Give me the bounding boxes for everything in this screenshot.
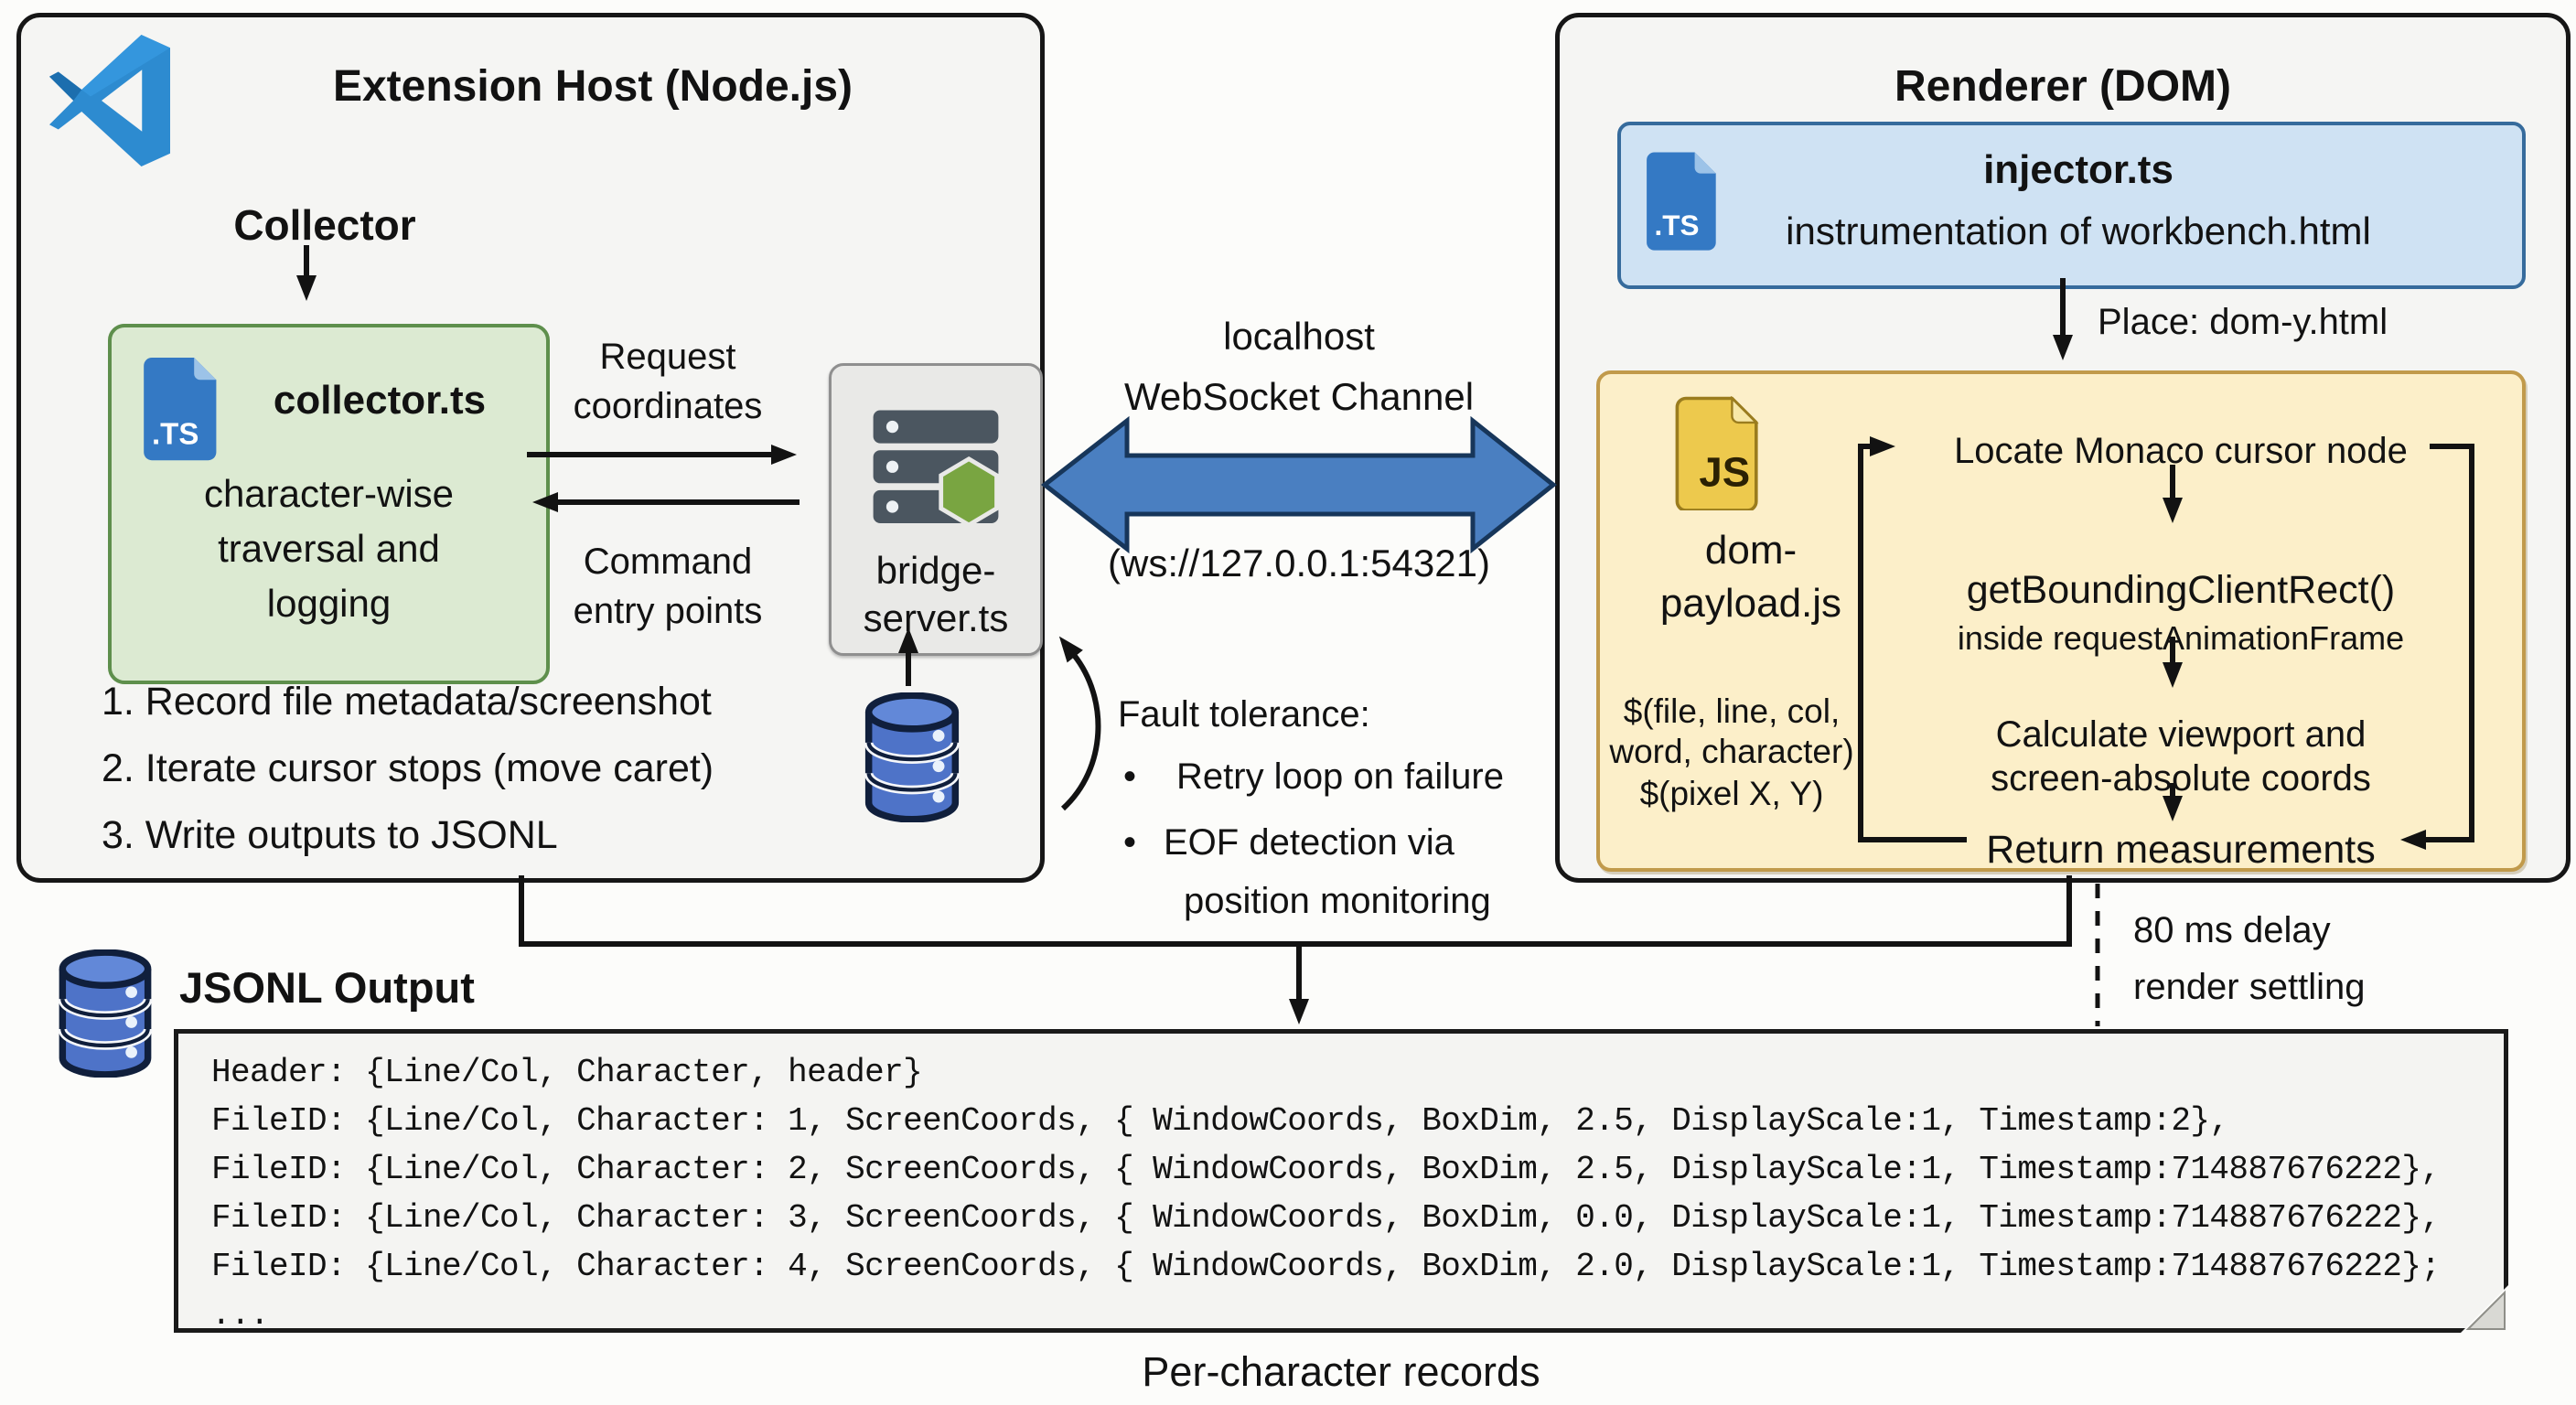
- typescript-file-icon: .TS: [144, 358, 217, 461]
- fault-bullet: EOF detection via: [1164, 822, 1454, 863]
- jsonl-output-label: JSONL Output: [179, 963, 475, 1012]
- renderer-title: Renderer (DOM): [1894, 62, 2232, 111]
- place-label: Place: dom-y.html: [2098, 302, 2388, 342]
- delay-note-line: 80 ms delay: [2133, 910, 2331, 950]
- server-icon: [873, 410, 999, 528]
- bridge-server-box: bridge- server.ts: [829, 363, 1043, 656]
- websocket-channel-arrow: [1040, 415, 1558, 554]
- injector-box: .TS injector.ts instrumentation of workb…: [1617, 122, 2526, 289]
- collector-box: .TS collector.ts character-wise traversa…: [108, 324, 550, 684]
- step-item: 3. Write outputs to JSONL: [102, 813, 558, 857]
- channel-title-line: WebSocket Channel: [1123, 375, 1475, 418]
- payload-name-line: dom-: [1704, 528, 1798, 573]
- fault-tolerance-heading: Fault tolerance:: [1118, 694, 1370, 735]
- jsonl-code-box: Header: {Line/Col, Character, header} Fi…: [174, 1029, 2508, 1334]
- jsonl-line: Header: {Line/Col, Character, header}: [211, 1054, 923, 1091]
- bullet-marker: •: [1123, 756, 1137, 797]
- jsonl-line: FileID: {Line/Col, Character: 1, ScreenC…: [211, 1102, 2229, 1140]
- flow-step-return: Return measurements: [1986, 828, 2376, 872]
- flow-step-calculate: Calculate viewport and: [1995, 714, 2367, 755]
- collector-label: Collector: [233, 201, 416, 249]
- payload-param-line: word, character): [1609, 733, 1854, 770]
- database-icon: [58, 949, 153, 1078]
- payload-param-line: $(file, line, col,: [1623, 692, 1841, 730]
- typescript-file-icon: .TS: [1647, 152, 1716, 251]
- command-arrow-label: Command: [583, 542, 753, 582]
- jsonl-line: FileID: {Line/Col, Character: 2, ScreenC…: [211, 1151, 2441, 1188]
- ts-icon-label: .TS: [1655, 209, 1700, 241]
- retry-loop-arrow: [1058, 636, 1101, 811]
- javascript-file-icon: JS: [1675, 396, 1759, 510]
- step-item: 2. Iterate cursor stops (move caret): [102, 746, 714, 790]
- per-character-caption: Per-character records: [1142, 1348, 1540, 1395]
- flow-step-raf: inside requestAnimationFrame: [1957, 619, 2405, 657]
- collector-desc-line: logging: [266, 582, 392, 625]
- collector-steps: 1. Record file metadata/screenshot 2. It…: [102, 669, 998, 869]
- injector-description: instrumentation of workbench.html: [1786, 209, 2371, 252]
- payload-param-line: $(pixel X, Y): [1639, 775, 1824, 812]
- step-item: 1. Record file metadata/screenshot: [102, 680, 712, 724]
- payload-name-line: payload.js: [1659, 581, 1842, 626]
- bullet-marker: •: [1123, 822, 1137, 863]
- dom-payload-box: JS dom- payload.js $(file, line, col, wo…: [1596, 370, 2526, 872]
- extension-host-title: Extension Host (Node.js): [332, 62, 853, 111]
- channel-title-line: localhost: [1223, 315, 1375, 358]
- js-icon-label: JS: [1699, 449, 1750, 496]
- collector-filename: collector.ts: [273, 378, 487, 423]
- ts-icon-label: .TS: [152, 417, 199, 451]
- fault-bullet: Retry loop on failure: [1176, 756, 1504, 797]
- jsonl-line: ...: [211, 1296, 270, 1334]
- bridge-name-line: bridge-: [875, 549, 996, 592]
- renderer-box: Renderer (DOM) .TS injector.ts instrumen…: [1555, 13, 2571, 883]
- fault-bullet: position monitoring: [1184, 881, 1491, 921]
- request-arrow-label: coordinates: [573, 386, 763, 426]
- flow-step-getboundingclientrect: getBoundingClientRect(): [1966, 568, 2396, 612]
- command-arrow-label: entry points: [573, 591, 763, 631]
- collector-desc-line: character-wise: [203, 472, 455, 515]
- extension-host-box: Extension Host (Node.js) Collector .TS c…: [16, 13, 1045, 883]
- jsonl-line: FileID: {Line/Col, Character: 3, ScreenC…: [211, 1199, 2441, 1237]
- nodejs-hexagon-icon: [939, 456, 999, 528]
- request-arrow-label: Request: [599, 337, 736, 377]
- collector-desc-line: traversal and: [218, 527, 440, 570]
- bridge-name-line: server.ts: [863, 596, 1009, 639]
- injector-filename: injector.ts: [1983, 147, 2174, 192]
- websocket-address: (ws://127.0.0.1:54321): [1108, 542, 1490, 585]
- flow-step-locate: Locate Monaco cursor node: [1954, 431, 2408, 471]
- jsonl-line: FileID: {Line/Col, Character: 4, ScreenC…: [211, 1248, 2441, 1285]
- delay-note-line: render settling: [2133, 967, 2366, 1007]
- flow-step-calculate: screen-absolute coords: [1991, 758, 2371, 799]
